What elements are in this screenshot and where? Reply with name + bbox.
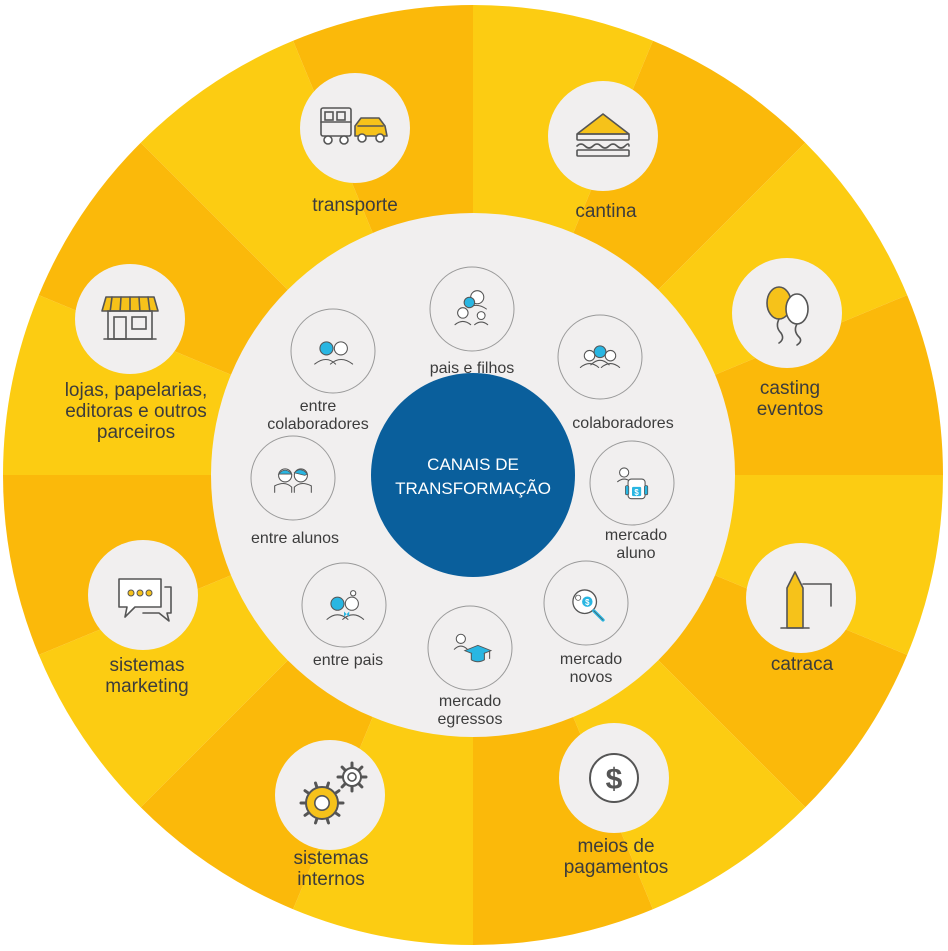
inner-channel-colaboradores[interactable]: colaboradores bbox=[557, 314, 674, 432]
parent-children-icon bbox=[454, 290, 489, 326]
mercado-egressos-label: mercado bbox=[439, 693, 501, 710]
lojas-label: parceiros bbox=[97, 422, 175, 443]
catraca-label: catraca bbox=[771, 654, 834, 675]
colaboradores-label: colaboradores bbox=[572, 415, 673, 432]
sistemas-internos-label: sistemas bbox=[294, 848, 369, 869]
svg-text:$: $ bbox=[606, 763, 623, 796]
meios-label: pagamentos bbox=[564, 857, 669, 878]
inner-icon-badge bbox=[429, 266, 515, 352]
storefront-icon bbox=[101, 296, 159, 340]
dollar-coin-icon: $ bbox=[589, 753, 639, 803]
inner-channel-entre-alunos[interactable]: entre alunos bbox=[250, 435, 339, 547]
mercado-aluno-label: mercado bbox=[605, 527, 667, 544]
chat-bubbles-icon bbox=[118, 578, 172, 622]
student-money-icon: $ bbox=[617, 467, 649, 500]
mercado-novos-label: novos bbox=[570, 669, 613, 686]
casting-label: eventos bbox=[757, 399, 824, 420]
outer-icon-badge bbox=[548, 81, 658, 191]
svg-text:$: $ bbox=[585, 598, 590, 607]
entre-alunos-label: entre alunos bbox=[251, 530, 339, 547]
inner-channel-entre-pais[interactable]: entre pais bbox=[301, 562, 387, 669]
sandwich-icon bbox=[576, 113, 630, 157]
mercado-aluno-label: aluno bbox=[616, 545, 655, 562]
sistemas-internos-label: internos bbox=[297, 869, 365, 890]
inner-icon-badge bbox=[250, 435, 336, 521]
casting-label: casting bbox=[760, 378, 820, 399]
svg-text:$: $ bbox=[634, 488, 639, 497]
center-circle bbox=[371, 373, 575, 577]
gears-icon bbox=[299, 761, 368, 825]
outer-channel-lojas[interactable]: lojas, papelarias,editoras e outrosparce… bbox=[65, 264, 208, 443]
entre-pais-label: entre pais bbox=[313, 652, 383, 669]
inner-icon-badge bbox=[427, 605, 513, 691]
pais-filhos-label: pais e filhos bbox=[430, 360, 515, 377]
transporte-label: transporte bbox=[312, 195, 398, 216]
entre-colaboradores-label: entre bbox=[300, 398, 337, 415]
mercado-novos-label: mercado bbox=[560, 651, 622, 668]
graduate-cap-icon bbox=[453, 633, 493, 663]
cantina-label: cantina bbox=[575, 201, 637, 222]
inner-channels: pais e filhoscolaboradores$mercadoaluno$… bbox=[250, 266, 675, 728]
center-title-line2: TRANSFORMAÇÃO bbox=[395, 479, 551, 498]
inner-channel-pais-filhos[interactable]: pais e filhos bbox=[429, 266, 515, 377]
outer-channel-catraca[interactable]: catraca bbox=[746, 543, 856, 675]
outer-channel-cantina[interactable]: cantina bbox=[548, 81, 658, 222]
lojas-label: editoras e outros bbox=[65, 401, 207, 422]
couple-icon bbox=[326, 590, 365, 620]
center-title-line1: CANAIS DE bbox=[427, 455, 519, 474]
sistemas-marketing-label: sistemas bbox=[110, 655, 185, 676]
meios-label: meios de bbox=[577, 836, 654, 857]
center-hub: CANAIS DE TRANSFORMAÇÃO bbox=[371, 373, 575, 577]
entre-colaboradores-label: colaboradores bbox=[267, 416, 368, 433]
coworkers-icon bbox=[314, 341, 354, 365]
students-icon bbox=[274, 468, 312, 493]
balloons-icon bbox=[766, 286, 809, 346]
truck-car-icon bbox=[320, 107, 388, 145]
turnstile-icon bbox=[780, 571, 832, 629]
mercado-egressos-label: egressos bbox=[438, 711, 503, 728]
outer-icon-badge bbox=[75, 264, 185, 374]
lojas-label: lojas, papelarias, bbox=[65, 380, 208, 401]
outer-channel-transporte[interactable]: transporte bbox=[300, 73, 410, 216]
magnifier-money-icon: $ bbox=[572, 589, 605, 622]
sistemas-marketing-label: marketing bbox=[105, 676, 188, 697]
team-icon bbox=[579, 345, 621, 368]
